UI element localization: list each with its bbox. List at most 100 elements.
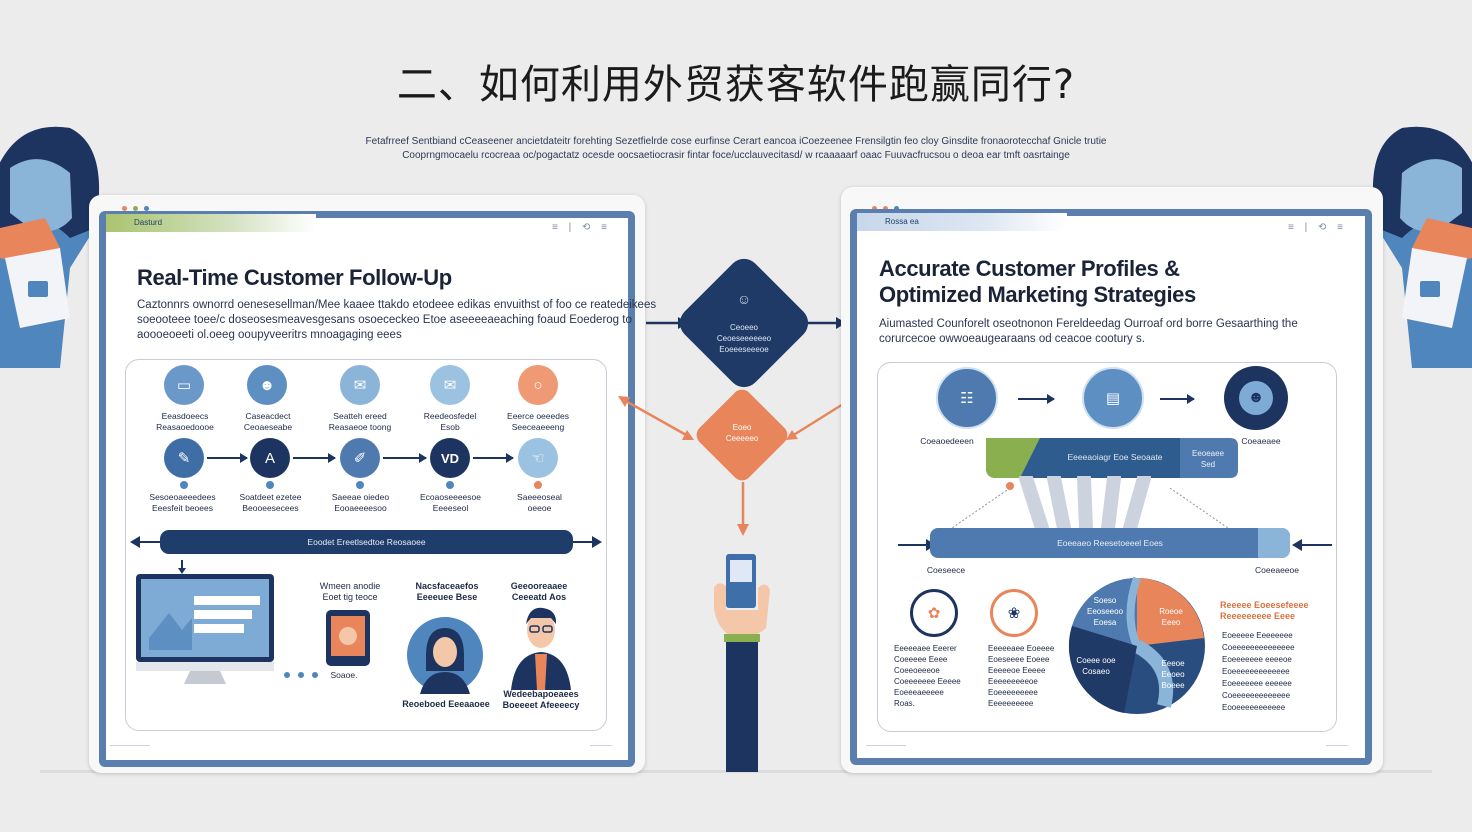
feather-icon[interactable]: ✎ bbox=[164, 438, 204, 478]
diamond-icon: ☺ bbox=[736, 291, 752, 307]
person-icon[interactable]: ☻ bbox=[247, 365, 287, 405]
right-panel-tab[interactable]: Rossa ea bbox=[857, 213, 1067, 231]
timeline-bar: Eoodet Ereetlsedtoe Reosaoee bbox=[160, 530, 573, 554]
funnel-bar bbox=[986, 438, 1238, 478]
flow-arrow bbox=[383, 453, 427, 463]
icon-label: Caseacdect Ceoaeseabe bbox=[243, 411, 293, 432]
column-label-b: Nacsfaceaefos Eeeeuee Bese bbox=[415, 581, 479, 602]
right-panel-desc-2: corurcecoe owwoeaugearaans od ceacoe coo… bbox=[879, 333, 1145, 345]
flow-arrow bbox=[207, 453, 248, 463]
person-illustration-left bbox=[0, 126, 100, 368]
report-icon[interactable]: ▤ bbox=[1082, 367, 1144, 429]
target-text: Eeeeeaee Eoeeee Eoeseeee Eoeee Eeeeeoe E… bbox=[988, 644, 1055, 708]
progress-dot bbox=[298, 672, 304, 678]
icon-label: Reedeosfedel Esob bbox=[423, 411, 477, 432]
browser-icon[interactable]: ▭ bbox=[164, 365, 204, 405]
left-panel-window-dots bbox=[122, 198, 155, 216]
left-panel-window-controls[interactable]: ≡ | ⟲ ≡ bbox=[552, 222, 611, 233]
funnel-label: Eeeeaoiagr Eoe Seoaate bbox=[1067, 452, 1163, 462]
right-panel-title-line-1: Accurate Customer Profiles & bbox=[879, 256, 1180, 281]
left-panel-tab[interactable]: Dasturd bbox=[106, 214, 316, 232]
connector-dot bbox=[356, 481, 364, 489]
note-line: Eooeeeeeeeeeee bbox=[1222, 703, 1286, 712]
progress-dot bbox=[312, 672, 318, 678]
page-title: 二、如何利用外贸获客软件跑赢同行? bbox=[396, 62, 1076, 108]
pie-label: Coeee ooe Cosaeo bbox=[1076, 656, 1116, 676]
hand-phone-illustration bbox=[714, 554, 770, 772]
icon-label: Soatdeet ezetee Beooeesecees bbox=[239, 492, 302, 513]
hand-icon[interactable]: ☜ bbox=[518, 438, 558, 478]
funnel-left-label: Coeaoedeeen bbox=[920, 436, 974, 446]
diamond-label: Ceoeeo Ceoeseeeeeeo Eoeeeseeeoe bbox=[716, 323, 772, 354]
note-line: Coeeeeeeeeeeeee bbox=[1222, 691, 1291, 700]
footer-line bbox=[110, 745, 150, 746]
phone-illustration bbox=[326, 610, 370, 666]
funnel-right-label: Coeaeaee bbox=[1241, 436, 1281, 446]
edit-icon[interactable]: ✐ bbox=[340, 438, 380, 478]
notes-title: Reeeee Eoeesefeeee Reeeeeeeee Eeee bbox=[1220, 600, 1309, 621]
dashboard-icon[interactable]: ☷ bbox=[936, 367, 998, 429]
bar-right-label: Coeeaeeoe bbox=[1255, 565, 1299, 575]
segment-pie bbox=[1068, 576, 1205, 714]
note-line: Eoeeeee Eeeeeeee bbox=[1222, 631, 1293, 640]
page-subtitle-line-1: Fetafrreef Sentbiand cCeaseener ancietda… bbox=[365, 136, 1107, 147]
funnel-right-tag: Eeoeaee Sed bbox=[1191, 449, 1225, 469]
bar-left-label: Coeseece bbox=[926, 565, 966, 575]
left-panel-title: Real-Time Customer Follow-Up bbox=[137, 265, 452, 290]
avatar-label-b: Reoeboed Eeeaaoee bbox=[402, 699, 490, 709]
footer-line bbox=[1326, 745, 1348, 746]
icon-label: Eeasdoeecs Reasaoedoooe bbox=[156, 411, 214, 432]
person-illustration-right bbox=[1372, 126, 1472, 368]
arrow-icon[interactable]: A bbox=[250, 438, 290, 478]
monitor-note: Soaoe. bbox=[330, 670, 358, 680]
left-panel-desc-3: aoooeoeeti ol.oeeg ooupyveeritrs mnoagag… bbox=[137, 329, 402, 341]
connector-dot bbox=[534, 481, 542, 489]
processing-bar: Eoeeaeo Reesetoeeel Eoes bbox=[930, 528, 1290, 558]
segment-icon[interactable]: ✿ bbox=[910, 589, 958, 637]
left-panel-desc-1: Caztonnrs ownorrd oenesesellman/Mee kaae… bbox=[137, 299, 657, 311]
message-icon[interactable]: ✉ bbox=[430, 365, 470, 405]
note-line: Eoeeeeeee eeeeoe bbox=[1222, 655, 1292, 664]
icon-label: Sesoeoaeeedees Eeesfeit beoees bbox=[149, 492, 216, 513]
right-panel-window-dots bbox=[872, 198, 905, 216]
connector-dot bbox=[180, 481, 188, 489]
monitor-illustration bbox=[136, 560, 274, 684]
target-icon[interactable]: ❀ bbox=[990, 589, 1038, 637]
data-pipes bbox=[951, 476, 1229, 532]
processing-bar-end bbox=[1258, 528, 1290, 558]
icon-label: Seatteh ereed Reasaeoe toong bbox=[328, 411, 392, 432]
pie-label: Soeso Eeoseeoo Eoesa bbox=[1086, 596, 1124, 627]
flow-arrow bbox=[473, 453, 514, 463]
icon-label: Saeeae oiedeo Eooaeeeesoo bbox=[331, 492, 390, 513]
right-panel-title-line-2: Optimized Marketing Strategies bbox=[879, 282, 1196, 307]
mail-icon[interactable]: ✉ bbox=[340, 365, 380, 405]
icon-label: Ecoaoseeeesoe Eeeeseol bbox=[420, 492, 481, 513]
search-icon[interactable]: ○ bbox=[518, 365, 558, 405]
pie-label: Eeeoe Eeoeo Boeee bbox=[1161, 659, 1185, 690]
column-label-a: Wmeen anodie Eoet tig teoce bbox=[319, 581, 381, 602]
right-panel-desc-1: Aiumasted Counforelt oseotnonon Fereldee… bbox=[879, 318, 1298, 330]
note-line: Coeeeeeeeeeeeeee bbox=[1222, 643, 1295, 652]
flow-arrow bbox=[1018, 394, 1055, 404]
progress-dot bbox=[284, 672, 290, 678]
orange-diamond-label: Eoeo Ceeeeeo bbox=[725, 423, 759, 443]
left-panel-desc-2: soeooteee toee/c doseosesmeavesgesans os… bbox=[137, 314, 632, 326]
profile-icon[interactable]: ☻ bbox=[1224, 366, 1288, 430]
note-line: Eoeeeeeee eeeeee bbox=[1222, 679, 1292, 688]
icon-label: Eeerce oeeedes Seeceaeeeng bbox=[507, 411, 569, 432]
man-avatar bbox=[511, 607, 571, 690]
page-subtitle-line-2: Cooprngmocaelu rcocreaa oc/pogactatz oce… bbox=[402, 150, 1070, 161]
connector-dot bbox=[446, 481, 454, 489]
woman-avatar bbox=[407, 617, 483, 694]
flow-arrow bbox=[1160, 394, 1195, 404]
flow-arrow bbox=[293, 453, 336, 463]
connector-dot bbox=[266, 481, 274, 489]
note-line: Eoeeeeeeeeeeeee bbox=[1222, 667, 1290, 676]
avatar-label-c: Wedeebapoeaees Boeeeet Afeeeecy bbox=[502, 689, 580, 710]
icon-label: Saeeeoseal oeeoe bbox=[517, 492, 562, 513]
footer-line bbox=[590, 745, 612, 746]
column-label-c: Geeooreaaee Ceeeatd Aos bbox=[510, 581, 568, 602]
vd-icon[interactable]: VD bbox=[430, 438, 470, 478]
pie-label: Roeoe Eeeo bbox=[1159, 607, 1183, 627]
right-panel-window-controls[interactable]: ≡ | ⟲ ≡ bbox=[1288, 222, 1347, 233]
